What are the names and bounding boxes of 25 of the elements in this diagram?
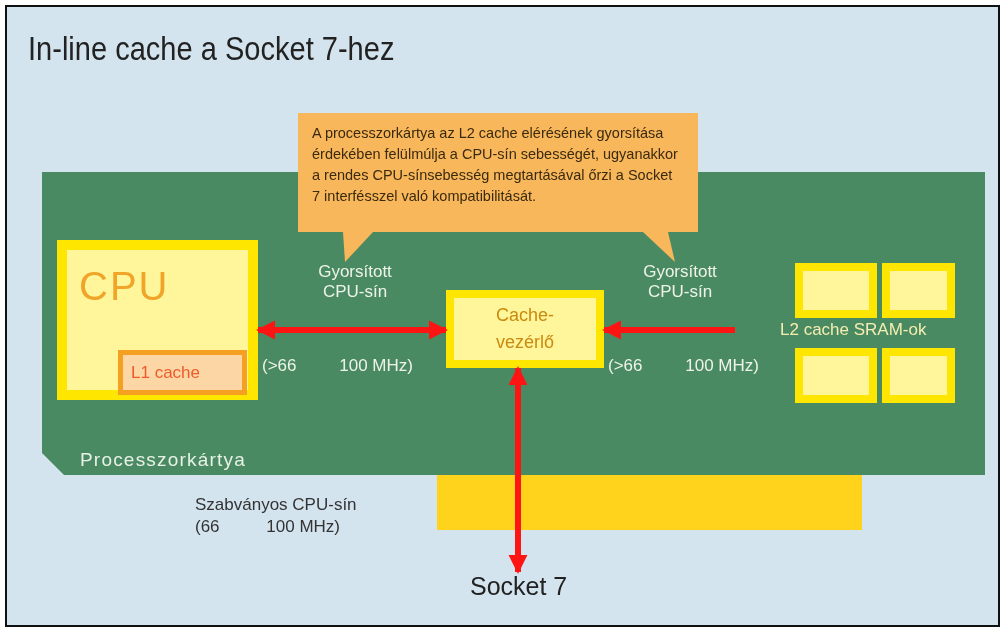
controller-label: Cache-vezérlő [495, 304, 555, 354]
sram-chip [795, 263, 877, 318]
bus-label: Szabványos CPU-sín [195, 495, 357, 516]
arrow [256, 320, 448, 340]
bus-label: (>66 100 MHz) [262, 356, 413, 377]
sram-chip [882, 348, 955, 403]
arrow [508, 366, 528, 574]
edge-label: Gyorsított CPU-sín [642, 262, 718, 303]
edge-label: Gyorsított CPU-sín [317, 262, 393, 303]
diagram-title: In-line cache a Socket 7-hez [28, 30, 395, 68]
cpu-chip [57, 240, 258, 400]
sram-chip [882, 263, 955, 318]
cache-box [118, 350, 247, 395]
callout-bubble [298, 113, 698, 263]
socket-label: Socket 7 [470, 572, 570, 606]
cpu-label: CPU [79, 264, 170, 309]
arrow [602, 320, 735, 340]
sram-chip [795, 348, 877, 403]
controller-chip [446, 290, 604, 368]
bus-label: L2 cache SRAM-ok [780, 320, 927, 341]
bus-label: (66 100 MHz) [195, 517, 340, 538]
board-label: Processzorkártya [80, 449, 246, 471]
cache-label: L1 cache [131, 362, 200, 383]
bus-label: (>66 100 MHz) [608, 356, 759, 377]
callout-text: A processzorkártya az L2 cache elérésének gyorsítása érdekében felülmúlja a CPU-sín sebességét, ugyanakkor a rendes CPU-sínsebesség megtartásával őrzi a Socket 7 interfésszel való kompatibilitását. [312, 124, 679, 206]
